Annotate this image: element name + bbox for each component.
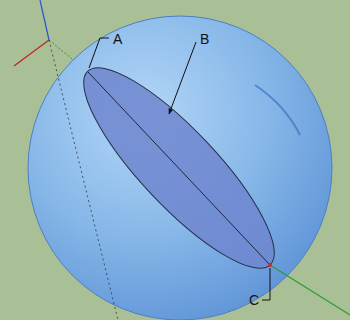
blue-axis	[40, 0, 49, 40]
cutting-plane	[60, 45, 298, 291]
red-axis	[14, 40, 49, 66]
sphere	[28, 16, 332, 320]
point-label: A	[113, 31, 122, 47]
point-label: C	[249, 292, 259, 308]
point-label: B	[200, 31, 209, 47]
diameter-line	[88, 72, 270, 265]
green-axis	[270, 265, 350, 315]
point-c	[268, 263, 272, 267]
leader-line	[89, 38, 109, 68]
sphere-highlight	[255, 85, 300, 135]
leader-arrow	[169, 42, 196, 114]
leader-line	[262, 268, 270, 300]
